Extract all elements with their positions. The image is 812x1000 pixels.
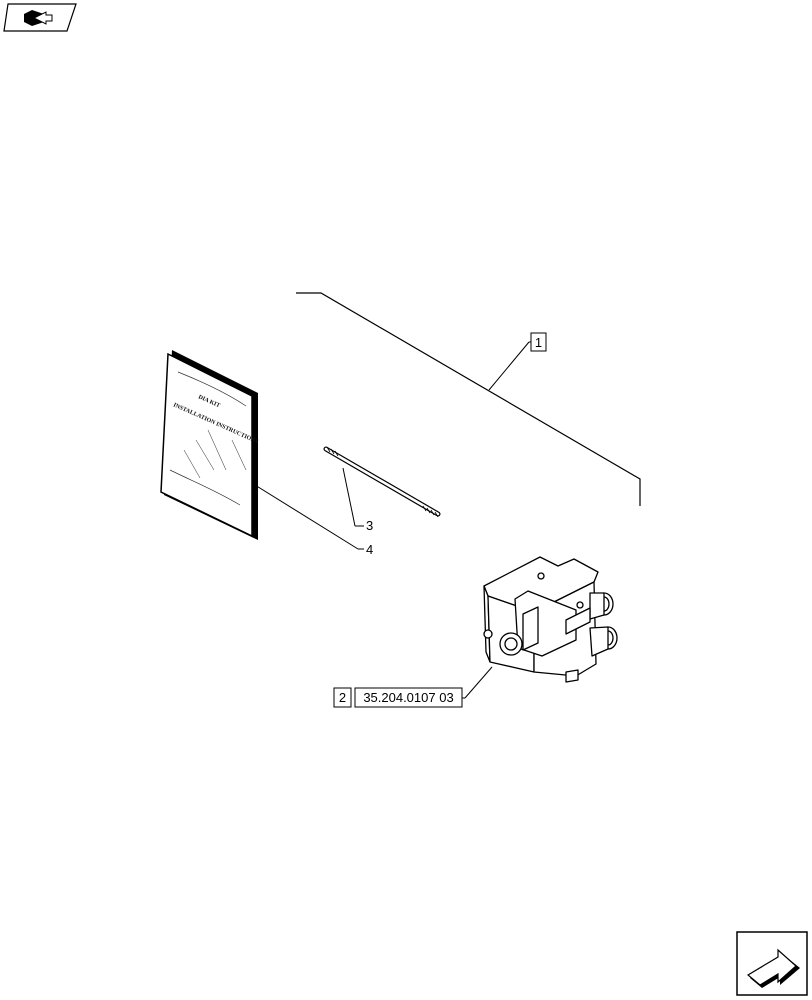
rod-part (323, 446, 441, 518)
callout-1-label: 1 (535, 335, 542, 350)
callout-2: 2 35.204.0107 03 (333, 666, 493, 708)
callout-3: 3 (342, 467, 373, 533)
valve-block (483, 556, 618, 683)
callout-2-label: 2 (339, 690, 346, 705)
next-page-arrow-icon[interactable] (736, 931, 808, 996)
instruction-booklet: DIA KIT INSTALLATION INSTRUCTIONS (160, 350, 260, 540)
callout-2-reference: 35.204.0107 03 (363, 690, 453, 705)
callout-1: 1 (488, 332, 547, 391)
callout-4: 4 (254, 484, 373, 557)
callout-3-label: 3 (366, 518, 373, 533)
callout-4-label: 4 (366, 542, 373, 557)
kit-bracket (296, 292, 641, 506)
book-arrow-icon[interactable] (3, 3, 77, 32)
